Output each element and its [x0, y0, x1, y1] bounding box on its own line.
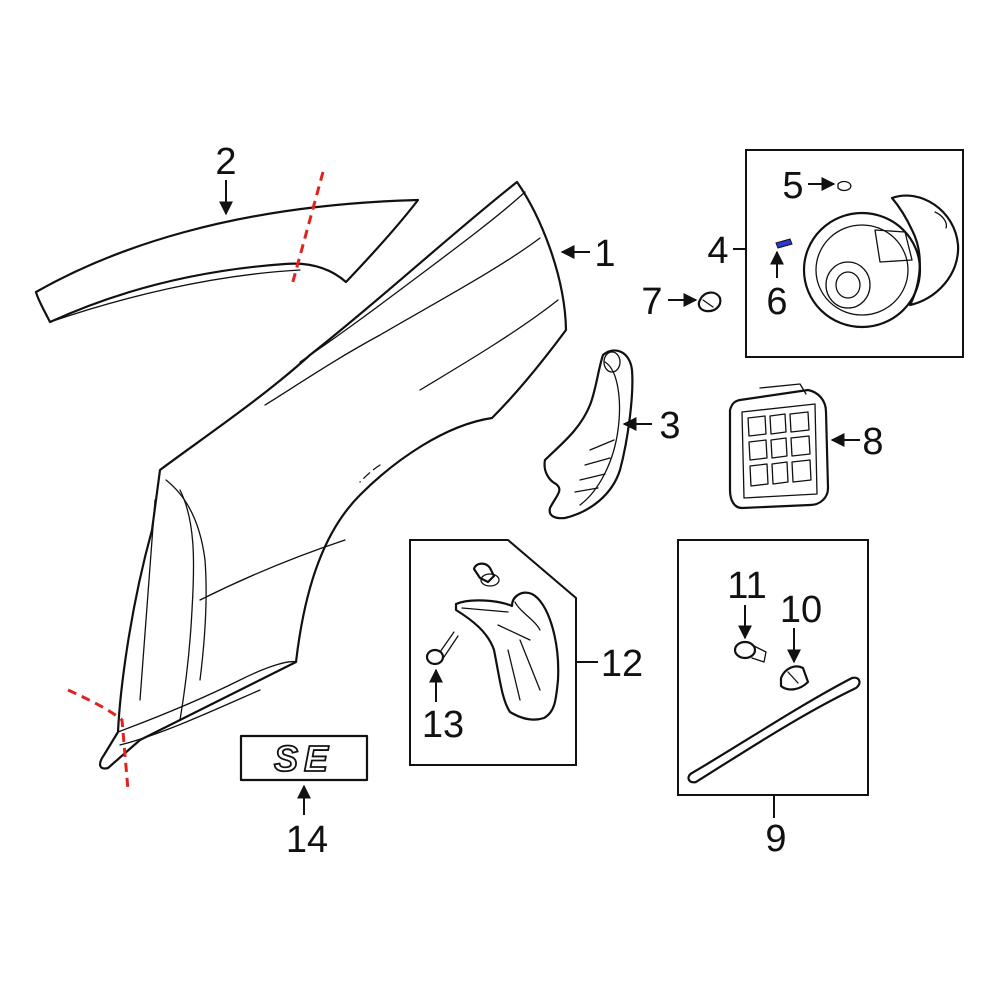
- callout-9: 9: [765, 818, 786, 860]
- splash-shield[interactable]: [454, 591, 560, 721]
- se-emblem[interactable]: SE: [239, 734, 369, 782]
- molding-box: [677, 539, 869, 796]
- callout-7: 7: [641, 281, 662, 323]
- callout-11: 11: [727, 565, 766, 607]
- callout-13: 13: [422, 704, 464, 746]
- callout-6: 6: [766, 281, 787, 323]
- callout-3: 3: [659, 405, 680, 447]
- callout-5: 5: [782, 165, 803, 207]
- fuel-door-box: [745, 149, 964, 358]
- upper-molding[interactable]: [34, 198, 420, 324]
- splash-shield-box: [409, 539, 577, 766]
- pressure-vent[interactable]: [728, 383, 830, 510]
- callout-12: 12: [601, 643, 643, 685]
- callout-10: 10: [780, 589, 822, 631]
- callout-8: 8: [862, 421, 883, 463]
- molding-stud[interactable]: [733, 640, 767, 663]
- cut-line-top: [290, 171, 325, 286]
- shield-push-pin[interactable]: [472, 562, 500, 587]
- fuel-door-spring[interactable]: [775, 238, 793, 249]
- fuel-door-clip[interactable]: [837, 180, 852, 192]
- fuel-door[interactable]: [802, 194, 960, 329]
- plug[interactable]: [697, 291, 722, 313]
- wheelhouse-liner[interactable]: [543, 349, 634, 520]
- body-side-molding[interactable]: [687, 676, 861, 784]
- quarter-panel[interactable]: [98, 180, 568, 770]
- callout-4: 4: [707, 230, 728, 272]
- emblem-text: SE: [274, 738, 334, 779]
- cut-line-bottom: [67, 688, 130, 791]
- callout-1: 1: [594, 233, 615, 275]
- callout-2: 2: [215, 141, 236, 183]
- molding-clip[interactable]: [779, 665, 810, 691]
- callout-14: 14: [286, 819, 328, 861]
- shield-bolt[interactable]: [425, 631, 459, 666]
